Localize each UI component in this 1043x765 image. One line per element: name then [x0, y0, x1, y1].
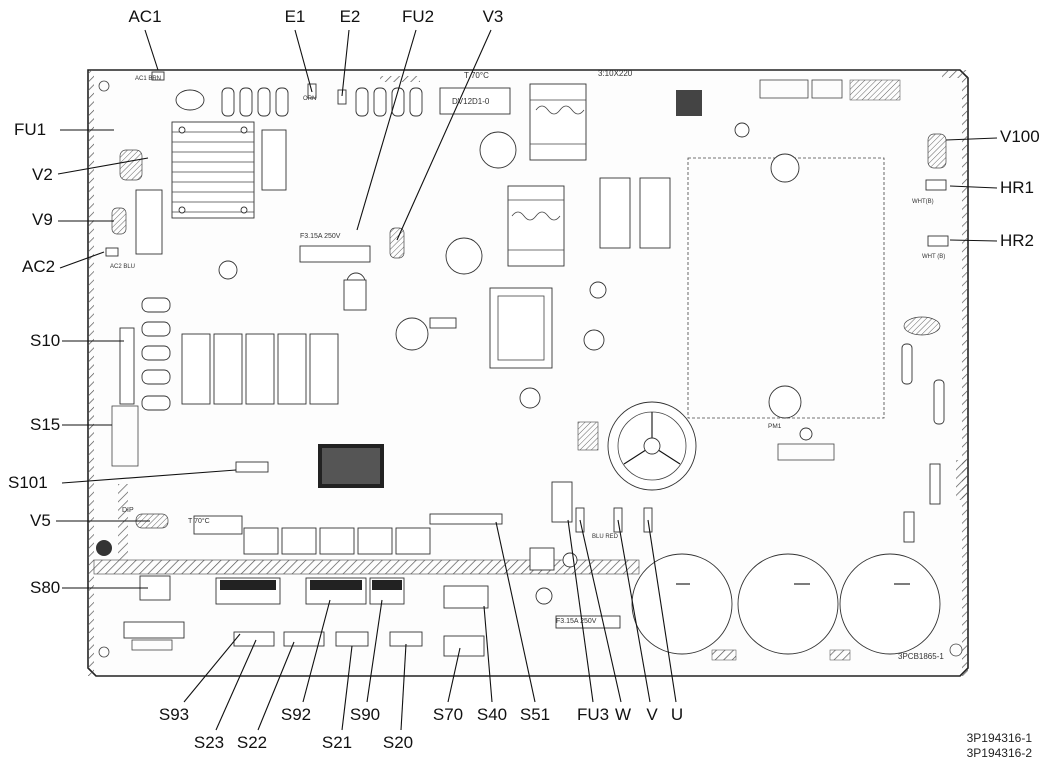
leader-line-s90	[366, 599, 383, 703]
silkscreen-text: WHT (B)	[922, 254, 945, 260]
silkscreen-text: BLU RED	[592, 534, 619, 540]
leader-line-v3	[396, 29, 492, 241]
right-side-components	[599, 79, 949, 543]
callout-label-s90: S90	[350, 705, 380, 724]
callout-label-w: W	[615, 705, 631, 724]
leader-line-w	[579, 519, 622, 703]
silkscreen-text: 3:10X220	[598, 69, 633, 78]
leader-line-e2	[341, 29, 350, 97]
leader-line-fu2	[356, 29, 417, 231]
bottom-connectors	[123, 513, 503, 657]
callout-label-s15: S15	[30, 415, 60, 434]
callout-label-s101: S101	[8, 473, 48, 492]
leader-line-s51	[495, 521, 536, 703]
microcontroller-chip	[318, 444, 384, 488]
leader-line-ac1	[144, 29, 159, 71]
top-resistors	[221, 87, 511, 117]
callout-label-v9: V9	[32, 210, 53, 229]
callout-lines	[56, 29, 998, 731]
silkscreen-text: F3.15A 250V	[556, 618, 597, 625]
callout-label-s80: S80	[30, 578, 60, 597]
leader-line-u	[647, 519, 677, 703]
doc-code-2: 3P194316-2	[967, 746, 1033, 760]
doc-code-1: 3P194316-1	[967, 731, 1033, 745]
svg-text:PM1: PM1	[768, 423, 782, 430]
leader-line-fu3	[567, 519, 594, 703]
callout-label-s21: S21	[322, 733, 352, 752]
leader-line-s92	[302, 599, 331, 703]
callout-label-hr1: HR1	[1000, 178, 1034, 197]
leader-line-v2	[57, 157, 149, 175]
silkscreen-text: DIP	[122, 507, 134, 514]
leader-line-hr2	[949, 239, 998, 242]
callout-label-s70: S70	[433, 705, 463, 724]
small-capacitors	[105, 71, 607, 605]
callout-label-v3: V3	[483, 7, 504, 26]
leader-line-s93	[183, 633, 241, 703]
leader-line-s21	[341, 645, 353, 731]
left-heatsink	[135, 89, 287, 255]
silkscreen-text: T 70°C	[188, 517, 210, 525]
pcb-board	[87, 69, 969, 677]
callout-label-s23: S23	[194, 733, 224, 752]
leader-line-s101	[61, 469, 237, 484]
leader-line-v	[617, 519, 651, 703]
relay-bank	[111, 297, 339, 467]
leader-line-s70	[447, 647, 461, 703]
leader-line-hr1	[949, 185, 998, 189]
callout-label-v2: V2	[32, 165, 53, 184]
leader-line-v100	[945, 137, 998, 141]
inductors	[395, 83, 587, 369]
callout-label-v5: V5	[30, 511, 51, 530]
silkscreen-text: DV12D1-0	[452, 97, 490, 106]
leader-line-s40	[483, 605, 493, 703]
callout-label-s22: S22	[237, 733, 267, 752]
callout-label-s20: S20	[383, 733, 413, 752]
heatsink-outline: PM1	[687, 153, 885, 430]
callout-label-s51: S51	[520, 705, 550, 724]
callout-label-s10: S10	[30, 331, 60, 350]
callout-label-fu1: FU1	[14, 120, 46, 139]
callout-label-ac1: AC1	[128, 7, 161, 26]
callout-label-fu3: FU3	[577, 705, 609, 724]
callout-label-ac2: AC2	[22, 257, 55, 276]
callout-label-u: U	[671, 705, 683, 724]
silkscreen-text: WHT(B)	[912, 199, 934, 205]
callout-label-s40: S40	[477, 705, 507, 724]
leader-line-s23	[215, 639, 257, 731]
silkscreen-text: AC1 BRN	[135, 76, 161, 82]
callout-label-s93: S93	[159, 705, 189, 724]
callout-label-hr2: HR2	[1000, 231, 1034, 250]
callout-label-s92: S92	[281, 705, 311, 724]
silkscreen-text: T 70°C	[464, 71, 489, 80]
silkscreen-text: F3.15A 250V	[300, 233, 341, 240]
silkscreen-text: ORN	[303, 96, 316, 102]
silkscreen-text: 3PCB1865-1	[898, 652, 944, 661]
leader-line-s22	[257, 641, 295, 731]
callout-label-e2: E2	[340, 7, 361, 26]
callout-label-v100: V100	[1000, 127, 1040, 146]
callout-label-fu2: FU2	[402, 7, 434, 26]
leader-line-e1	[294, 29, 313, 93]
leader-line-ac2	[59, 251, 105, 269]
leader-line-s20	[400, 643, 407, 731]
silkscreen-text: AC2 BLU	[110, 264, 135, 270]
callout-label-v: V	[646, 705, 658, 724]
connector-s101	[235, 461, 269, 473]
callout-label-e1: E1	[285, 7, 306, 26]
